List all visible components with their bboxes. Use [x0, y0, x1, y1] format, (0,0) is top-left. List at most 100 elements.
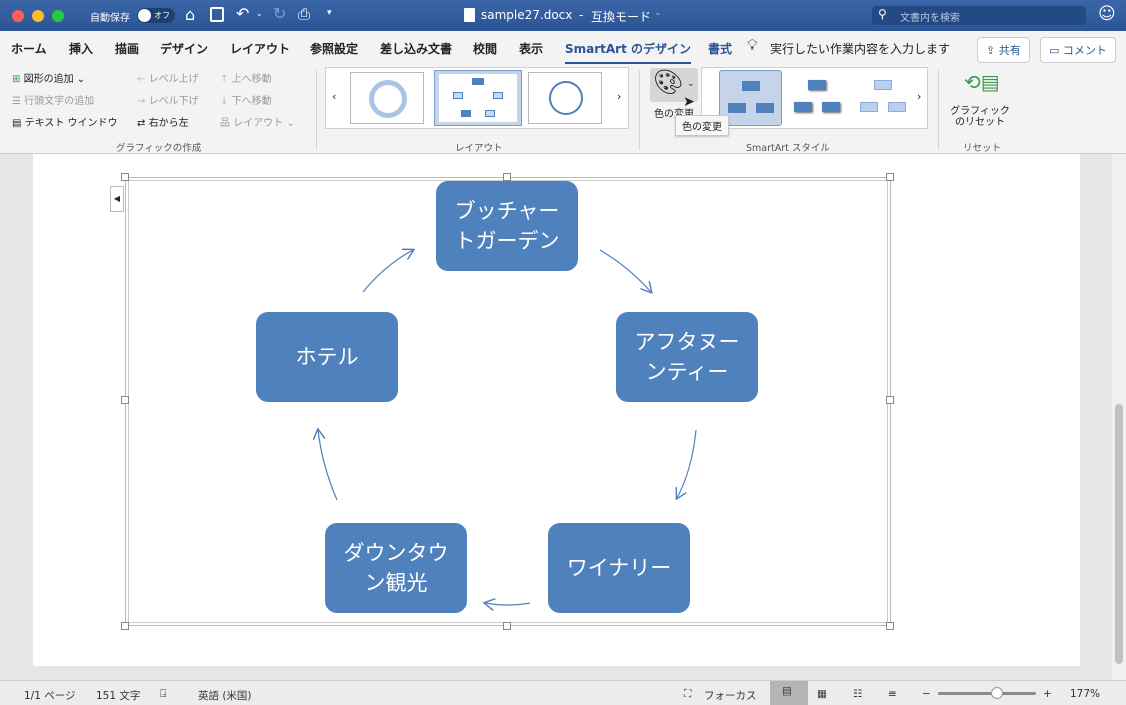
comment-label: コメント: [1062, 44, 1107, 57]
arrow-up-icon: ↑: [220, 74, 229, 85]
smartart-node[interactable]: ワイナリー: [548, 523, 690, 613]
smiley-feedback-icon[interactable]: ☺: [1098, 4, 1116, 24]
tab-insert[interactable]: 挿入: [69, 42, 94, 56]
print-layout-view-button[interactable]: ▤: [770, 681, 808, 705]
web-layout-icon[interactable]: ▦: [817, 688, 827, 700]
resize-handle[interactable]: [886, 173, 894, 181]
node-text: ホテル: [295, 345, 359, 369]
zoom-slider-thumb[interactable]: [990, 687, 1003, 699]
layout-thumbnail-circle[interactable]: [528, 72, 602, 124]
resize-handle[interactable]: [503, 173, 511, 181]
promote-label: レベル上げ: [148, 74, 199, 85]
zoom-in-button[interactable]: +: [1043, 688, 1052, 700]
proofing-icon[interactable]: ⍈: [160, 688, 167, 700]
reset-graphic-button[interactable]: ⟲▤ グラフィックのリセット: [948, 68, 1012, 132]
undo-dropdown-icon[interactable]: ⌄: [256, 9, 263, 18]
move-up-button[interactable]: ↑ 上へ移動: [220, 70, 272, 85]
resize-handle[interactable]: [121, 622, 129, 630]
right-to-left-button[interactable]: ⇄ 右から左: [137, 114, 189, 129]
status-bar: 1/1 ページ 151 文字 ⍈ 英語 (米国) ⛶ フォーカス ▤ ▦ ☷ ≡…: [0, 680, 1126, 705]
search-input[interactable]: 文書内を検索: [900, 13, 960, 24]
tell-me-input[interactable]: 実行したい作業内容を入力します: [770, 42, 951, 56]
zoom-slider[interactable]: [938, 687, 1036, 699]
ribbon-tabs: ホーム 挿入 描画 デザイン レイアウト 参照設定 差し込み文書 校閲 表示 S…: [0, 31, 1126, 65]
text-pane-button[interactable]: ▤ テキスト ウインドウ: [12, 114, 118, 129]
lightbulb-icon: 💡︎: [747, 36, 758, 54]
gallery-prev-icon[interactable]: ‹: [332, 90, 337, 103]
share-icon: ⇪: [986, 44, 999, 57]
tab-mailings[interactable]: 差し込み文書: [380, 42, 453, 56]
layout-thumbnail-cycle[interactable]: [350, 72, 424, 124]
zoom-level[interactable]: 177%: [1070, 688, 1101, 700]
smartart-node[interactable]: ダウンタウン観光: [325, 523, 467, 613]
autosave-toggle[interactable]: オフ: [137, 8, 175, 23]
ribbon: ⊞ 図形の追加 ⌄ ☰ 行頭文字の追加 ▤ テキスト ウインドウ ← レベル上げ…: [0, 64, 1126, 154]
style-thumbnail-gradient[interactable]: [852, 70, 915, 126]
print-icon[interactable]: ⎙: [298, 5, 311, 23]
zoom-out-button[interactable]: −: [922, 688, 931, 700]
smartart-node[interactable]: アフタヌーンティー: [616, 312, 758, 402]
draft-view-icon[interactable]: ≡: [888, 688, 897, 700]
caret-left-icon: ◀: [113, 194, 121, 203]
node-text: ンティー: [645, 360, 729, 384]
layout-thumbnail-block-cycle[interactable]: [434, 70, 522, 126]
add-bullet-button[interactable]: ☰ 行頭文字の追加: [12, 92, 94, 107]
tab-view[interactable]: 表示: [519, 42, 544, 56]
add-shape-button[interactable]: ⊞ 図形の追加 ⌄: [12, 74, 86, 85]
resize-handle[interactable]: [886, 622, 894, 630]
close-window-button[interactable]: [12, 10, 24, 22]
demote-button[interactable]: → レベル下げ: [137, 92, 199, 107]
palette-icon: 🎨︎: [653, 68, 684, 96]
gallery-next-icon[interactable]: ›: [617, 90, 622, 103]
smartart-node[interactable]: ブッチャートガーデン: [436, 181, 578, 271]
text-pane-toggle[interactable]: ◀: [110, 186, 124, 212]
language[interactable]: 英語 (米国): [198, 690, 252, 702]
page-count[interactable]: 1/1 ページ: [24, 690, 76, 702]
style-thumbnail-simple[interactable]: [719, 70, 782, 126]
change-colors-button[interactable]: 🎨︎ ⌄: [650, 68, 698, 102]
tab-draw[interactable]: 描画: [115, 42, 140, 56]
resize-handle[interactable]: [886, 396, 894, 404]
tab-references[interactable]: 参照設定: [310, 42, 359, 56]
tab-review[interactable]: 校閲: [473, 42, 498, 56]
compatibility-mode: 互換モード: [591, 10, 652, 24]
scrollbar-thumb[interactable]: [1115, 404, 1123, 664]
word-count[interactable]: 151 文字: [96, 690, 141, 702]
vertical-scrollbar[interactable]: [1112, 154, 1126, 680]
outline-view-icon[interactable]: ☷: [853, 688, 863, 700]
share-label: 共有: [998, 44, 1021, 57]
move-down-button[interactable]: ↓ 下へ移動: [220, 92, 272, 107]
tooltip-text: 色の変更: [682, 122, 722, 133]
focus-button[interactable]: フォーカス: [704, 690, 757, 702]
tab-home[interactable]: ホーム: [11, 42, 47, 56]
share-button[interactable]: ⇪ 共有: [977, 37, 1030, 63]
gallery-next-icon[interactable]: ›: [917, 90, 922, 103]
tab-format[interactable]: 書式: [708, 42, 733, 56]
resize-handle[interactable]: [121, 396, 129, 404]
autosave-state: オフ: [154, 11, 170, 20]
home-icon[interactable]: ⌂: [185, 5, 196, 24]
tab-smartart-design[interactable]: SmartArt のデザイン: [565, 40, 692, 65]
minimize-window-button[interactable]: [32, 10, 44, 22]
create-graphic-group-label: グラフィックの作成: [116, 143, 202, 154]
save-icon[interactable]: [210, 7, 224, 22]
resize-handle[interactable]: [503, 622, 511, 630]
tab-design[interactable]: デザイン: [160, 42, 209, 56]
customize-toolbar-icon[interactable]: ▾: [327, 8, 332, 18]
undo-icon[interactable]: ↶: [236, 4, 250, 23]
arrow-left-icon: ←: [137, 74, 146, 85]
resize-handle[interactable]: [121, 173, 129, 181]
search-box[interactable]: ⚲ 文書内を検索: [872, 6, 1086, 25]
search-icon: ⚲: [878, 7, 887, 21]
promote-button[interactable]: ← レベル上げ: [137, 70, 199, 85]
redo-icon[interactable]: ↻: [273, 4, 287, 23]
title-dropdown-icon[interactable]: ⌄: [654, 8, 662, 18]
layout-button[interactable]: 品 レイアウト ⌄: [220, 118, 295, 129]
zoom-window-button[interactable]: [52, 10, 64, 22]
tab-layout[interactable]: レイアウト: [230, 42, 291, 56]
style-thumbnail-shadow[interactable]: [786, 70, 849, 126]
smartart-node[interactable]: ホテル: [256, 312, 398, 402]
comment-button[interactable]: ▭ コメント: [1040, 37, 1116, 63]
focus-icon[interactable]: ⛶: [684, 688, 692, 700]
right-to-left-label: 右から左: [148, 118, 189, 129]
